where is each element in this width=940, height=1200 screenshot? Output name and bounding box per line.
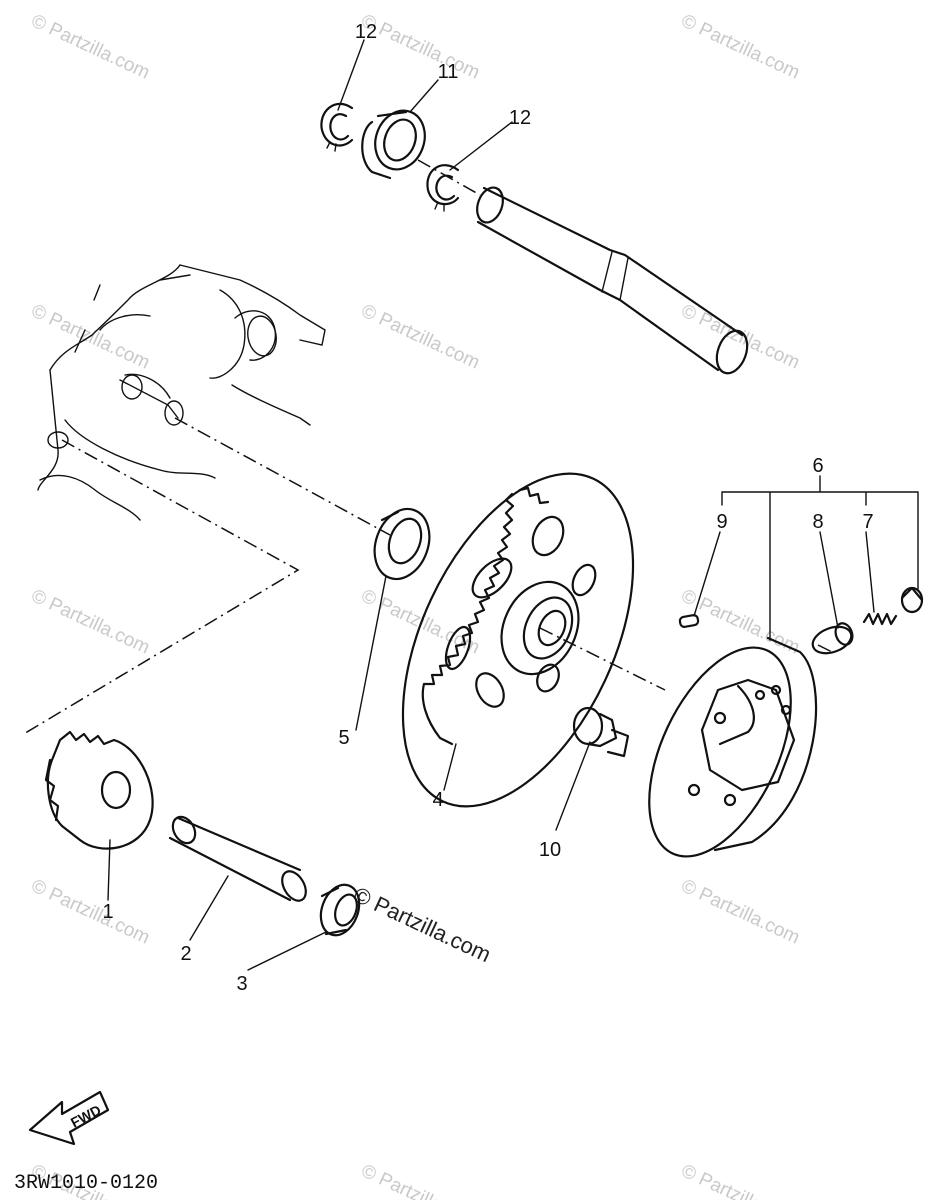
callout-9: 9 <box>716 511 727 533</box>
circlip-12-top <box>320 102 354 152</box>
watermark: © Partzilla.com <box>28 875 153 948</box>
callout-12: 12 <box>509 107 531 129</box>
watermark: © Partzilla.com <box>28 10 153 83</box>
fwd-arrow-icon: FWD <box>28 1090 110 1146</box>
bushing-3 <box>319 883 361 937</box>
watermark: © Partzilla.com <box>28 585 153 658</box>
spring-7 <box>862 612 898 626</box>
starter-wheel-gear-4 <box>401 472 635 808</box>
leader-lines <box>107 39 919 971</box>
callout-5: 5 <box>338 727 349 749</box>
idler-shaft-2 <box>168 815 307 902</box>
watermark: © Partzilla.com <box>678 585 803 658</box>
callout-10: 10 <box>539 839 561 861</box>
watermark: © Partzilla.com <box>28 300 153 373</box>
watermark: © Partzilla.com <box>678 300 803 373</box>
watermark: © Partzilla.com <box>678 1160 803 1200</box>
callout-2: 2 <box>180 943 191 965</box>
watermark: © Partzilla.com <box>358 300 483 373</box>
fwd-label: FWD <box>68 1102 104 1131</box>
callout-6: 6 <box>812 455 823 477</box>
output-shaft <box>476 186 749 375</box>
part-code: 3RW1010-0120 <box>14 1172 158 1195</box>
idler-gear-1 <box>44 730 154 850</box>
watermark: © Partzilla.com <box>358 1160 483 1200</box>
callout-8: 8 <box>812 511 823 533</box>
watermark: © Partzilla.com <box>678 875 803 948</box>
washer-5 <box>373 507 431 581</box>
watermark: © Partzilla.com <box>678 10 803 83</box>
callout-7: 7 <box>862 511 873 533</box>
one-way-clutch-6 <box>648 636 818 858</box>
callout-4: 4 <box>432 789 443 811</box>
bushing-11 <box>361 109 426 180</box>
callout-1: 1 <box>102 901 113 923</box>
callout-3: 3 <box>236 973 247 995</box>
callout-12: 12 <box>355 21 377 43</box>
callout-11: 11 <box>438 61 459 83</box>
circlip-12-lower <box>426 164 460 212</box>
cap-screw <box>900 586 924 614</box>
bolt-10 <box>572 706 630 758</box>
plunger-8 <box>811 622 854 655</box>
crankcase-sketch <box>37 264 326 521</box>
watermark-center: © Partzilla.com <box>350 882 495 967</box>
callouts: 12 11 12 6 9 8 7 5 4 10 1 2 3 <box>102 21 873 995</box>
roller-pin-9 <box>678 614 700 628</box>
watermark-layer: © Partzilla.com © Partzilla.com © Partzi… <box>28 10 803 1200</box>
